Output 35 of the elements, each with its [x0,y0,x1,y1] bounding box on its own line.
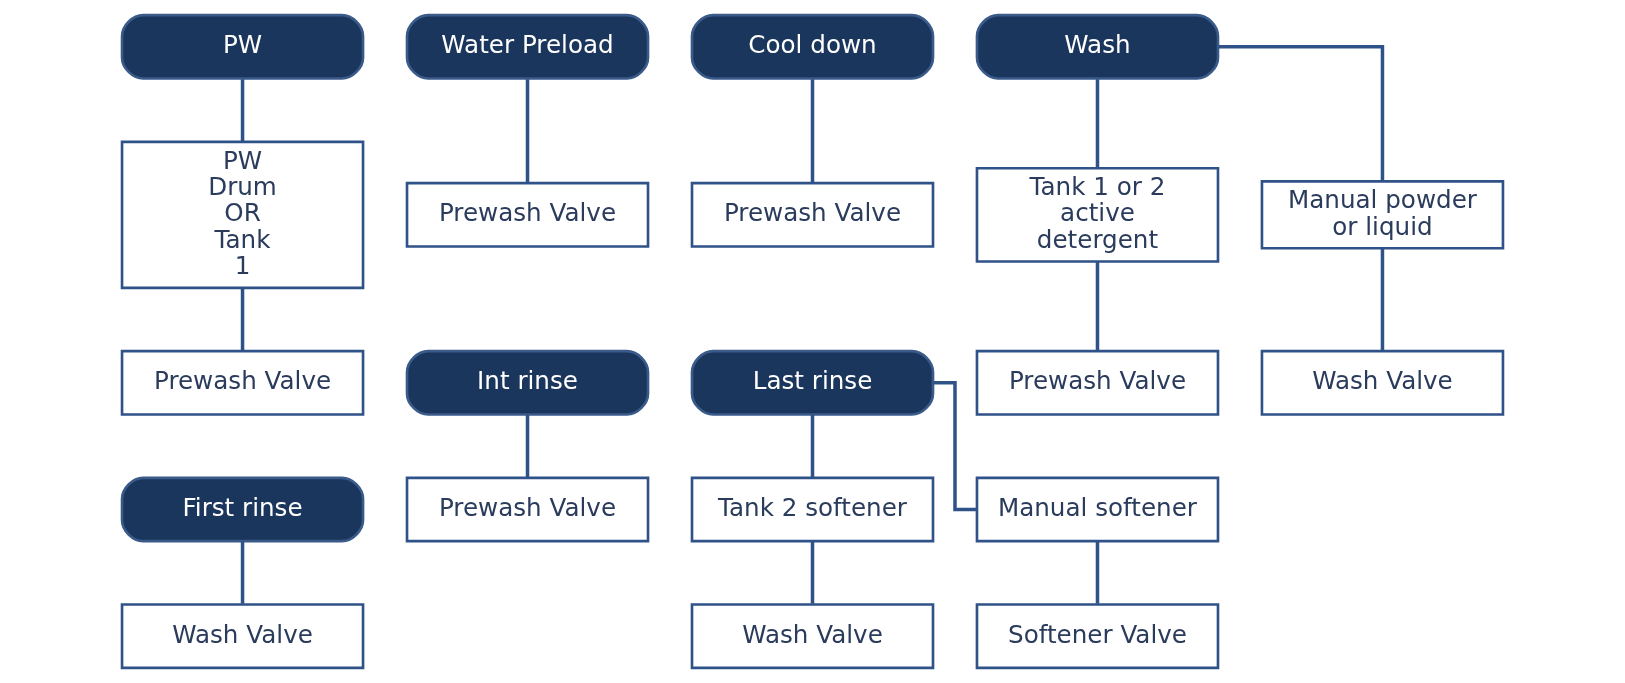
node-box: Prewash Valve [975,349,1220,416]
connector [933,381,977,512]
connector [810,79,815,184]
node-box: Wash Valve [690,603,935,670]
node-box: Water Preload [405,13,650,80]
connector [1095,261,1100,352]
node-box: Wash Valve [1260,349,1505,416]
connector [525,79,530,184]
connector [1095,541,1100,604]
node-box: Tank 1 or 2 active detergent [975,166,1220,263]
node-box: First rinse [120,476,365,543]
node-box: Prewash Valve [120,349,365,416]
connector [1095,79,1100,168]
node-box: Tank 2 softener [690,476,935,543]
node-box: Int rinse [405,349,650,416]
node-box: Manual softener [975,476,1220,543]
node-box: Last rinse [690,349,935,416]
connector [1218,45,1385,181]
node-box: Prewash Valve [405,476,650,543]
connector [240,541,245,604]
node-box: Cool down [690,13,935,80]
connector [810,414,815,478]
node-box: PW Drum OR Tank 1 [120,140,365,290]
node-box: Wash [975,13,1220,80]
node-box: Wash Valve [120,603,365,670]
connector [240,79,245,142]
node-box: Prewash Valve [690,181,935,248]
node-box: Prewash Valve [405,181,650,248]
connector [525,414,530,478]
connector [240,288,245,351]
node-box: Softener Valve [975,603,1220,670]
node-box: Manual powder or liquid [1260,180,1505,250]
node-box: PW [120,13,365,80]
connector [1380,248,1385,352]
connector [810,541,815,604]
